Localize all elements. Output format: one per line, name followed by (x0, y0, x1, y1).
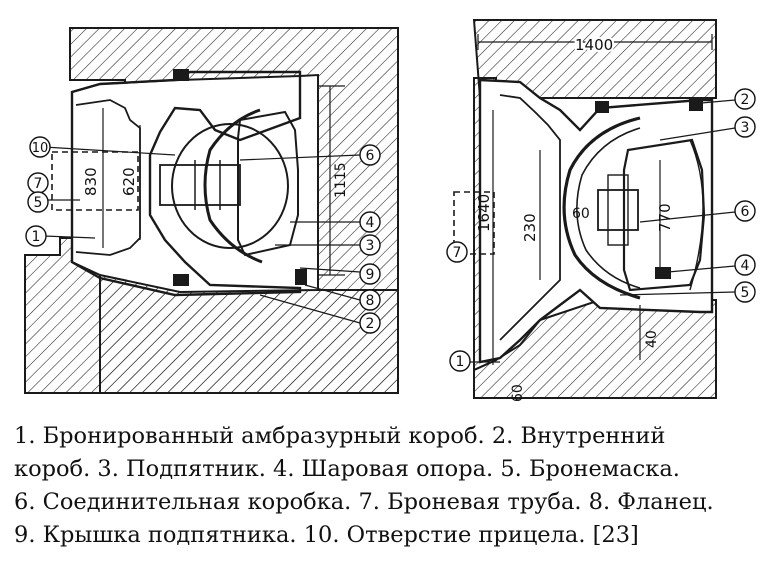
svg-text:10: 10 (32, 141, 49, 156)
svg-text:8: 8 (366, 293, 375, 309)
svg-text:2: 2 (741, 92, 750, 108)
left-dim-1115: 1115 (333, 162, 349, 198)
left-armor-tube-dashed (51, 151, 139, 211)
right-callout-3: 3 (734, 116, 756, 138)
svg-text:2: 2 (366, 316, 375, 332)
left-callouts: 10 7 5 1 6 4 3 9 8 2 (25, 136, 381, 334)
caption-line-3: 6. Соединительная коробка. 7. Броневая т… (14, 489, 714, 515)
left-drawing (24, 27, 399, 394)
svg-text:6: 6 (741, 204, 750, 220)
right-callout-7: 7 (446, 241, 468, 263)
right-callout-2: 2 (734, 88, 756, 110)
right-inner-steps (499, 94, 561, 341)
left-callout-10: 10 (29, 136, 51, 158)
svg-text:7: 7 (453, 245, 462, 261)
caption-line-4: 9. Крышка подпятника. 10. Отверстие приц… (14, 522, 639, 548)
right-callout-4: 4 (734, 254, 756, 276)
left-callout-2: 2 (359, 312, 381, 334)
svg-text:6: 6 (366, 148, 375, 164)
right-dim-40: 40 (644, 330, 660, 348)
right-drawing (453, 19, 736, 399)
left-callout-4: 4 (359, 211, 381, 233)
right-concrete-top (472, 19, 717, 99)
right-armor-tube-dashed (453, 191, 495, 255)
left-callout-8: 8 (359, 289, 381, 311)
left-ball-support (171, 123, 289, 249)
left-connecting-box (237, 110, 299, 257)
caption-line-2: короб. 3. Подпятник. 4. Шаровая опора. 5… (14, 456, 680, 482)
right-dim-60-inner: 60 (572, 206, 590, 222)
right-callout-1: 1 (449, 350, 471, 372)
left-callout-1: 1 (25, 225, 47, 247)
left-dim-830: 830 (82, 167, 100, 196)
svg-text:5: 5 (34, 195, 43, 211)
right-callout-5: 5 (734, 281, 756, 303)
technical-drawing-figure: 830 620 1115 10 7 5 1 6 4 3 9 8 2 (24, 19, 756, 402)
figure-caption: 1. Бронированный амбразурный короб. 2. В… (14, 420, 764, 552)
right-dim-770: 770 (656, 203, 674, 232)
svg-text:5: 5 (741, 285, 750, 301)
svg-text:4: 4 (741, 258, 750, 274)
right-mask-arc (562, 116, 641, 300)
svg-text:3: 3 (741, 120, 750, 136)
svg-text:9: 9 (366, 267, 375, 283)
svg-text:1: 1 (32, 229, 41, 245)
right-embrasure-body (478, 78, 714, 364)
left-armored-box (70, 70, 302, 297)
svg-text:3: 3 (366, 238, 375, 254)
caption-line-1: 1. Бронированный амбразурный короб. 2. В… (14, 423, 666, 449)
svg-text:4: 4 (366, 215, 375, 231)
left-mask-arc (203, 108, 263, 264)
left-dim-620: 620 (120, 167, 138, 196)
left-callout-9: 9 (359, 263, 381, 285)
right-callouts: 2 3 6 7 4 5 1 (446, 88, 756, 372)
right-dim-1640: 1640 (475, 194, 493, 232)
right-callout-6: 6 (734, 200, 756, 222)
right-dim-230: 230 (521, 213, 539, 242)
svg-text:1: 1 (456, 354, 465, 370)
left-callout-5: 5 (27, 191, 49, 213)
svg-text:7: 7 (34, 176, 43, 192)
right-dim-60-base: 60 (510, 384, 526, 402)
left-callout-3: 3 (359, 234, 381, 256)
left-callout-7: 7 (27, 172, 49, 194)
right-dim-1400: 1400 (575, 36, 613, 54)
left-callout-6: 6 (359, 144, 381, 166)
left-sight-tube (159, 164, 241, 206)
right-sight-tube (597, 189, 639, 231)
